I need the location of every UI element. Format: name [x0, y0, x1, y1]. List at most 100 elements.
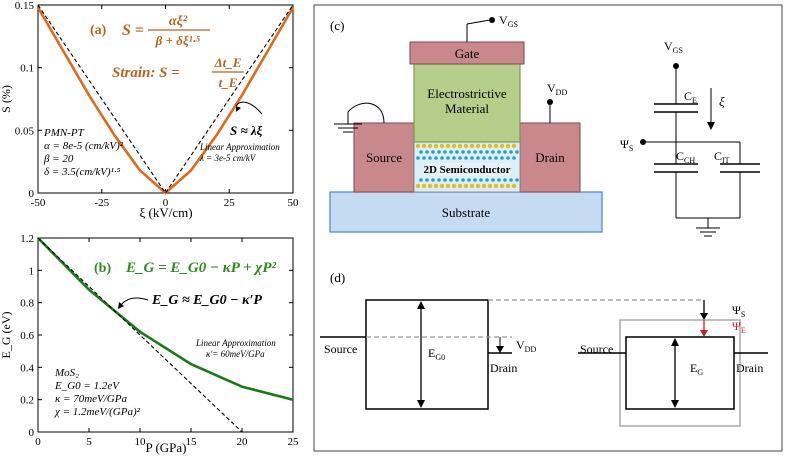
x-tick-label-a: 25	[224, 197, 236, 209]
atom	[509, 178, 513, 182]
atom	[491, 178, 495, 182]
atom	[443, 150, 447, 154]
atom	[491, 150, 495, 154]
approx-pointer-b-head	[118, 302, 124, 309]
atom	[488, 156, 492, 160]
drain-terminal	[547, 99, 553, 105]
atom	[503, 150, 507, 154]
eq-eg-main: E_G = E_G0 − κP + χP²	[125, 260, 277, 276]
atom	[443, 178, 447, 182]
eq-eg-approx: E_G ≈ E_G0 − κ′P	[151, 293, 262, 308]
ylabel-a: S (%)	[0, 85, 13, 113]
cit-label: CIT	[714, 149, 730, 165]
band-left	[365, 299, 489, 410]
atom	[421, 183, 427, 189]
y-tick-label-b: 0.2	[20, 395, 34, 407]
atom	[503, 178, 507, 182]
atom	[485, 150, 489, 154]
x-tick-label-b: 15	[186, 436, 198, 448]
atom	[500, 156, 504, 160]
x-tick-label-b: 25	[288, 436, 300, 448]
right-panel-frame	[313, 4, 783, 452]
atom	[425, 178, 429, 182]
atom	[485, 178, 489, 182]
y-tick-label-b: 1.2	[20, 233, 34, 245]
atom	[499, 183, 505, 189]
xlabel-b: P (GPa)	[145, 440, 186, 455]
atom	[421, 143, 427, 149]
atom	[493, 183, 499, 189]
approx-pointer-a	[235, 101, 263, 115]
material-b: MoS₂	[54, 367, 79, 379]
eg-label: EG	[690, 361, 703, 377]
vdd-marker-head	[496, 346, 504, 353]
eq-S-num: αξ²	[169, 14, 188, 29]
param-beta: β = 20	[43, 153, 74, 165]
panel-d-tag: (d)	[330, 270, 345, 285]
param-alpha: α = 8e-5 (cm/kV)²	[44, 140, 124, 152]
atom	[415, 143, 421, 149]
y-tick-label-a: 0	[29, 188, 35, 200]
psi-s-arrow-head	[700, 313, 708, 320]
gate-label: Gate	[455, 46, 480, 61]
linear-approx-line-b	[37, 237, 243, 433]
y-tick-label-b: 0.6	[20, 330, 34, 342]
atom	[509, 150, 513, 154]
atom	[481, 143, 487, 149]
atom	[475, 143, 481, 149]
xlabel-a: ξ (kV/cm)	[139, 205, 192, 220]
y-tick-label-b: 1	[29, 265, 35, 277]
approx-kappa: κ′= 60meV/GPa	[206, 349, 265, 359]
atom	[511, 183, 517, 189]
linear-approx-line	[37, 4, 294, 194]
atom	[445, 183, 451, 189]
atom	[482, 156, 486, 160]
eg0-label: EG0	[428, 346, 445, 362]
x-tick-label-a: -50	[31, 197, 46, 209]
atom	[476, 156, 480, 160]
atom	[455, 150, 459, 154]
y-tick-label-b: 0.4	[20, 362, 34, 374]
atom	[515, 178, 519, 182]
atom	[427, 143, 433, 149]
source-label: Source	[366, 150, 402, 165]
y-tick-label-a: 0.1	[20, 63, 34, 75]
atom	[451, 143, 457, 149]
atom	[433, 143, 439, 149]
atom	[467, 150, 471, 154]
vgs-label-c: VGS	[499, 13, 518, 29]
ylabel-b: E_G (eV)	[0, 312, 13, 359]
atom	[479, 178, 483, 182]
eq-strain-den: t_E	[219, 75, 238, 90]
atom	[475, 183, 481, 189]
semiconductor-label: 2D Semiconductor	[423, 164, 510, 176]
x-tick-label-b: 0	[35, 436, 41, 448]
y-tick-label-a: 0.15	[15, 0, 35, 12]
atom	[487, 183, 493, 189]
atom	[463, 143, 469, 149]
atom	[422, 156, 426, 160]
material-a: PMN-PT	[43, 127, 85, 139]
atom	[437, 178, 441, 182]
atom	[505, 143, 511, 149]
panel-d: (d) Source Drain VDD EG0 Source Drain EG…	[320, 270, 768, 427]
eg-arrow-down	[671, 400, 679, 408]
x-tick-label-a: 50	[288, 197, 300, 209]
atom	[415, 183, 421, 189]
atom	[473, 150, 477, 154]
param-delta: δ = 3.5(cm/kV)¹·⁵	[44, 166, 121, 178]
x-tick-label-a: 0	[163, 197, 169, 209]
atom	[451, 183, 457, 189]
atom	[431, 150, 435, 154]
drain-label-left: Drain	[490, 361, 517, 375]
atom	[427, 183, 433, 189]
eq-strain-lhs: Strain: S =	[112, 65, 180, 81]
source-label-left: Source	[324, 342, 357, 356]
psi-e-arrow-head	[700, 330, 708, 337]
ce-label: CE	[684, 89, 697, 105]
approx-lambda: λ = 3e-5 cm/kV	[199, 153, 257, 163]
atom	[434, 156, 438, 160]
atom	[499, 143, 505, 149]
eg0-arrow-down	[417, 400, 425, 408]
